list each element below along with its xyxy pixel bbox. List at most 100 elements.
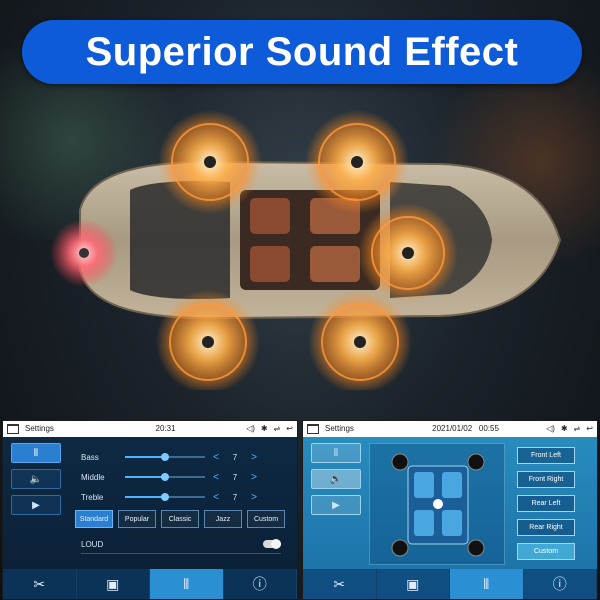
date: 2021/01/02 [432, 424, 473, 433]
mode-classic-button[interactable]: Classic [161, 510, 199, 528]
eq-value: 7 [232, 492, 238, 502]
home-icon[interactable] [307, 424, 319, 434]
sound-mode-buttons: Standard Popular Classic Jazz Custom [75, 510, 285, 528]
slider-knob[interactable] [161, 493, 169, 501]
speaker-rear-left [156, 290, 260, 390]
speaker-front-right-rear [305, 110, 409, 214]
speaker-subwoofer [50, 219, 118, 287]
eq-row-treble: Treble < 7 > [81, 487, 281, 507]
eq-sliders: Bass < 7 > Middle < 7 > Treble < 7 > [81, 447, 281, 507]
equalizer-icon: ⦀ [33, 447, 39, 459]
increase-button[interactable]: > [251, 471, 257, 483]
clock: 00:55 [478, 424, 499, 433]
loud-toggle[interactable] [263, 539, 281, 549]
volume-icon[interactable]: ◁) [546, 424, 555, 433]
tab-play[interactable]: ▶ [11, 495, 61, 515]
tab-play[interactable]: ▶ [311, 495, 361, 515]
increase-button[interactable]: > [251, 451, 257, 463]
bottom-nav: ✂ ▣ ⦀ ⓘ [303, 569, 597, 599]
banner-title: Superior Sound Effect [22, 20, 582, 84]
nav-info[interactable]: ⓘ [224, 569, 297, 599]
play-icon: ▶ [332, 499, 340, 511]
speaker-icon [467, 539, 485, 557]
front-left-button[interactable]: Front Left [517, 447, 575, 464]
nav-image[interactable]: ▣ [377, 569, 450, 599]
info-icon: ⓘ [252, 576, 267, 592]
equalizer-icon: ⦀ [183, 575, 190, 592]
mode-standard-button[interactable]: Standard [75, 510, 113, 528]
equalizer-icon: ⦀ [483, 575, 490, 592]
promo-banner: Superior Sound Effect [0, 20, 600, 390]
divider [81, 553, 281, 554]
speaker-center [358, 203, 458, 303]
nav-equalizer[interactable]: ⦀ [450, 569, 524, 599]
status-bar: Settings 2021/01/02 00:55 ◁) ✱ ⇌ ↩ [303, 421, 597, 437]
status-bar: Settings 20:31 ◁) ✱ ⇌ ↩ [3, 421, 297, 437]
eq-label: Treble [81, 492, 104, 502]
eq-row-middle: Middle < 7 > [81, 467, 281, 487]
speaker-balance-map[interactable] [369, 443, 505, 565]
screen-title: Settings [25, 424, 54, 433]
speaker-icon [391, 453, 409, 471]
bass-slider[interactable] [125, 453, 205, 461]
increase-button[interactable]: > [251, 491, 257, 503]
eq-label: Middle [81, 472, 105, 482]
equalizer-icon: ⦀ [333, 447, 339, 459]
nav-tools[interactable]: ✂ [303, 569, 377, 599]
tools-icon: ✂ [333, 575, 346, 592]
info-icon: ⓘ [552, 576, 567, 592]
seat [310, 246, 360, 282]
mode-jazz-button[interactable]: Jazz [204, 510, 242, 528]
nav-info[interactable]: ⓘ [524, 569, 597, 599]
custom-button[interactable]: Custom [517, 543, 575, 560]
loud-label: LOUD [81, 539, 104, 549]
play-icon: ▶ [32, 499, 40, 511]
mode-custom-button[interactable]: Custom [247, 510, 285, 528]
speaker-icon [391, 539, 409, 557]
speaker-balance-screen: Settings 2021/01/02 00:55 ◁) ✱ ⇌ ↩ ⦀ 🔈 ▶ [302, 420, 598, 600]
eq-value: 7 [232, 472, 238, 482]
slider-knob[interactable] [161, 473, 169, 481]
image-icon: ▣ [406, 575, 420, 592]
balance-point[interactable] [433, 499, 443, 509]
tab-speaker[interactable]: 🔈 [11, 469, 61, 489]
speaker-preset-list: Front Left Front Right Rear Left Rear Ri… [517, 447, 575, 567]
tools-icon: ✂ [33, 575, 46, 592]
bluetooth-icon: ✱ [560, 424, 568, 433]
nav-tools[interactable]: ✂ [3, 569, 77, 599]
nav-image[interactable]: ▣ [77, 569, 150, 599]
speaker-rear-right [308, 290, 412, 390]
car-illustration [50, 110, 562, 390]
bottom-nav: ✂ ▣ ⦀ ⓘ [3, 569, 297, 599]
home-icon[interactable] [7, 424, 19, 434]
slider-knob[interactable] [161, 453, 169, 461]
speaker-icon: 🔈 [29, 473, 43, 485]
back-icon[interactable]: ↩ [586, 424, 593, 433]
front-right-button[interactable]: Front Right [517, 471, 575, 488]
tab-speaker[interactable]: 🔈 [311, 469, 361, 489]
volume-icon[interactable]: ◁) [246, 424, 255, 433]
rear-right-button[interactable]: Rear Right [517, 519, 575, 536]
decrease-button[interactable]: < [213, 451, 219, 463]
image-icon: ▣ [106, 575, 120, 592]
speaker-icon [467, 453, 485, 471]
bluetooth-icon: ✱ [260, 424, 268, 433]
back-icon[interactable]: ↩ [286, 424, 293, 433]
tab-equalizer[interactable]: ⦀ [311, 443, 361, 463]
usb-icon: ⇌ [273, 424, 281, 433]
loud-row: LOUD [81, 537, 281, 551]
speaker-front-left-rear [158, 110, 262, 214]
seat [250, 198, 290, 234]
middle-slider[interactable] [125, 473, 205, 481]
tab-equalizer[interactable]: ⦀ [11, 443, 61, 463]
speaker-icon: 🔈 [329, 473, 343, 485]
mode-popular-button[interactable]: Popular [118, 510, 156, 528]
side-tabs: ⦀ 🔈 ▶ [311, 443, 361, 521]
screen-title: Settings [325, 424, 354, 433]
treble-slider[interactable] [125, 493, 205, 501]
usb-icon: ⇌ [573, 424, 581, 433]
decrease-button[interactable]: < [213, 471, 219, 483]
decrease-button[interactable]: < [213, 491, 219, 503]
rear-left-button[interactable]: Rear Left [517, 495, 575, 512]
nav-equalizer[interactable]: ⦀ [150, 569, 224, 599]
